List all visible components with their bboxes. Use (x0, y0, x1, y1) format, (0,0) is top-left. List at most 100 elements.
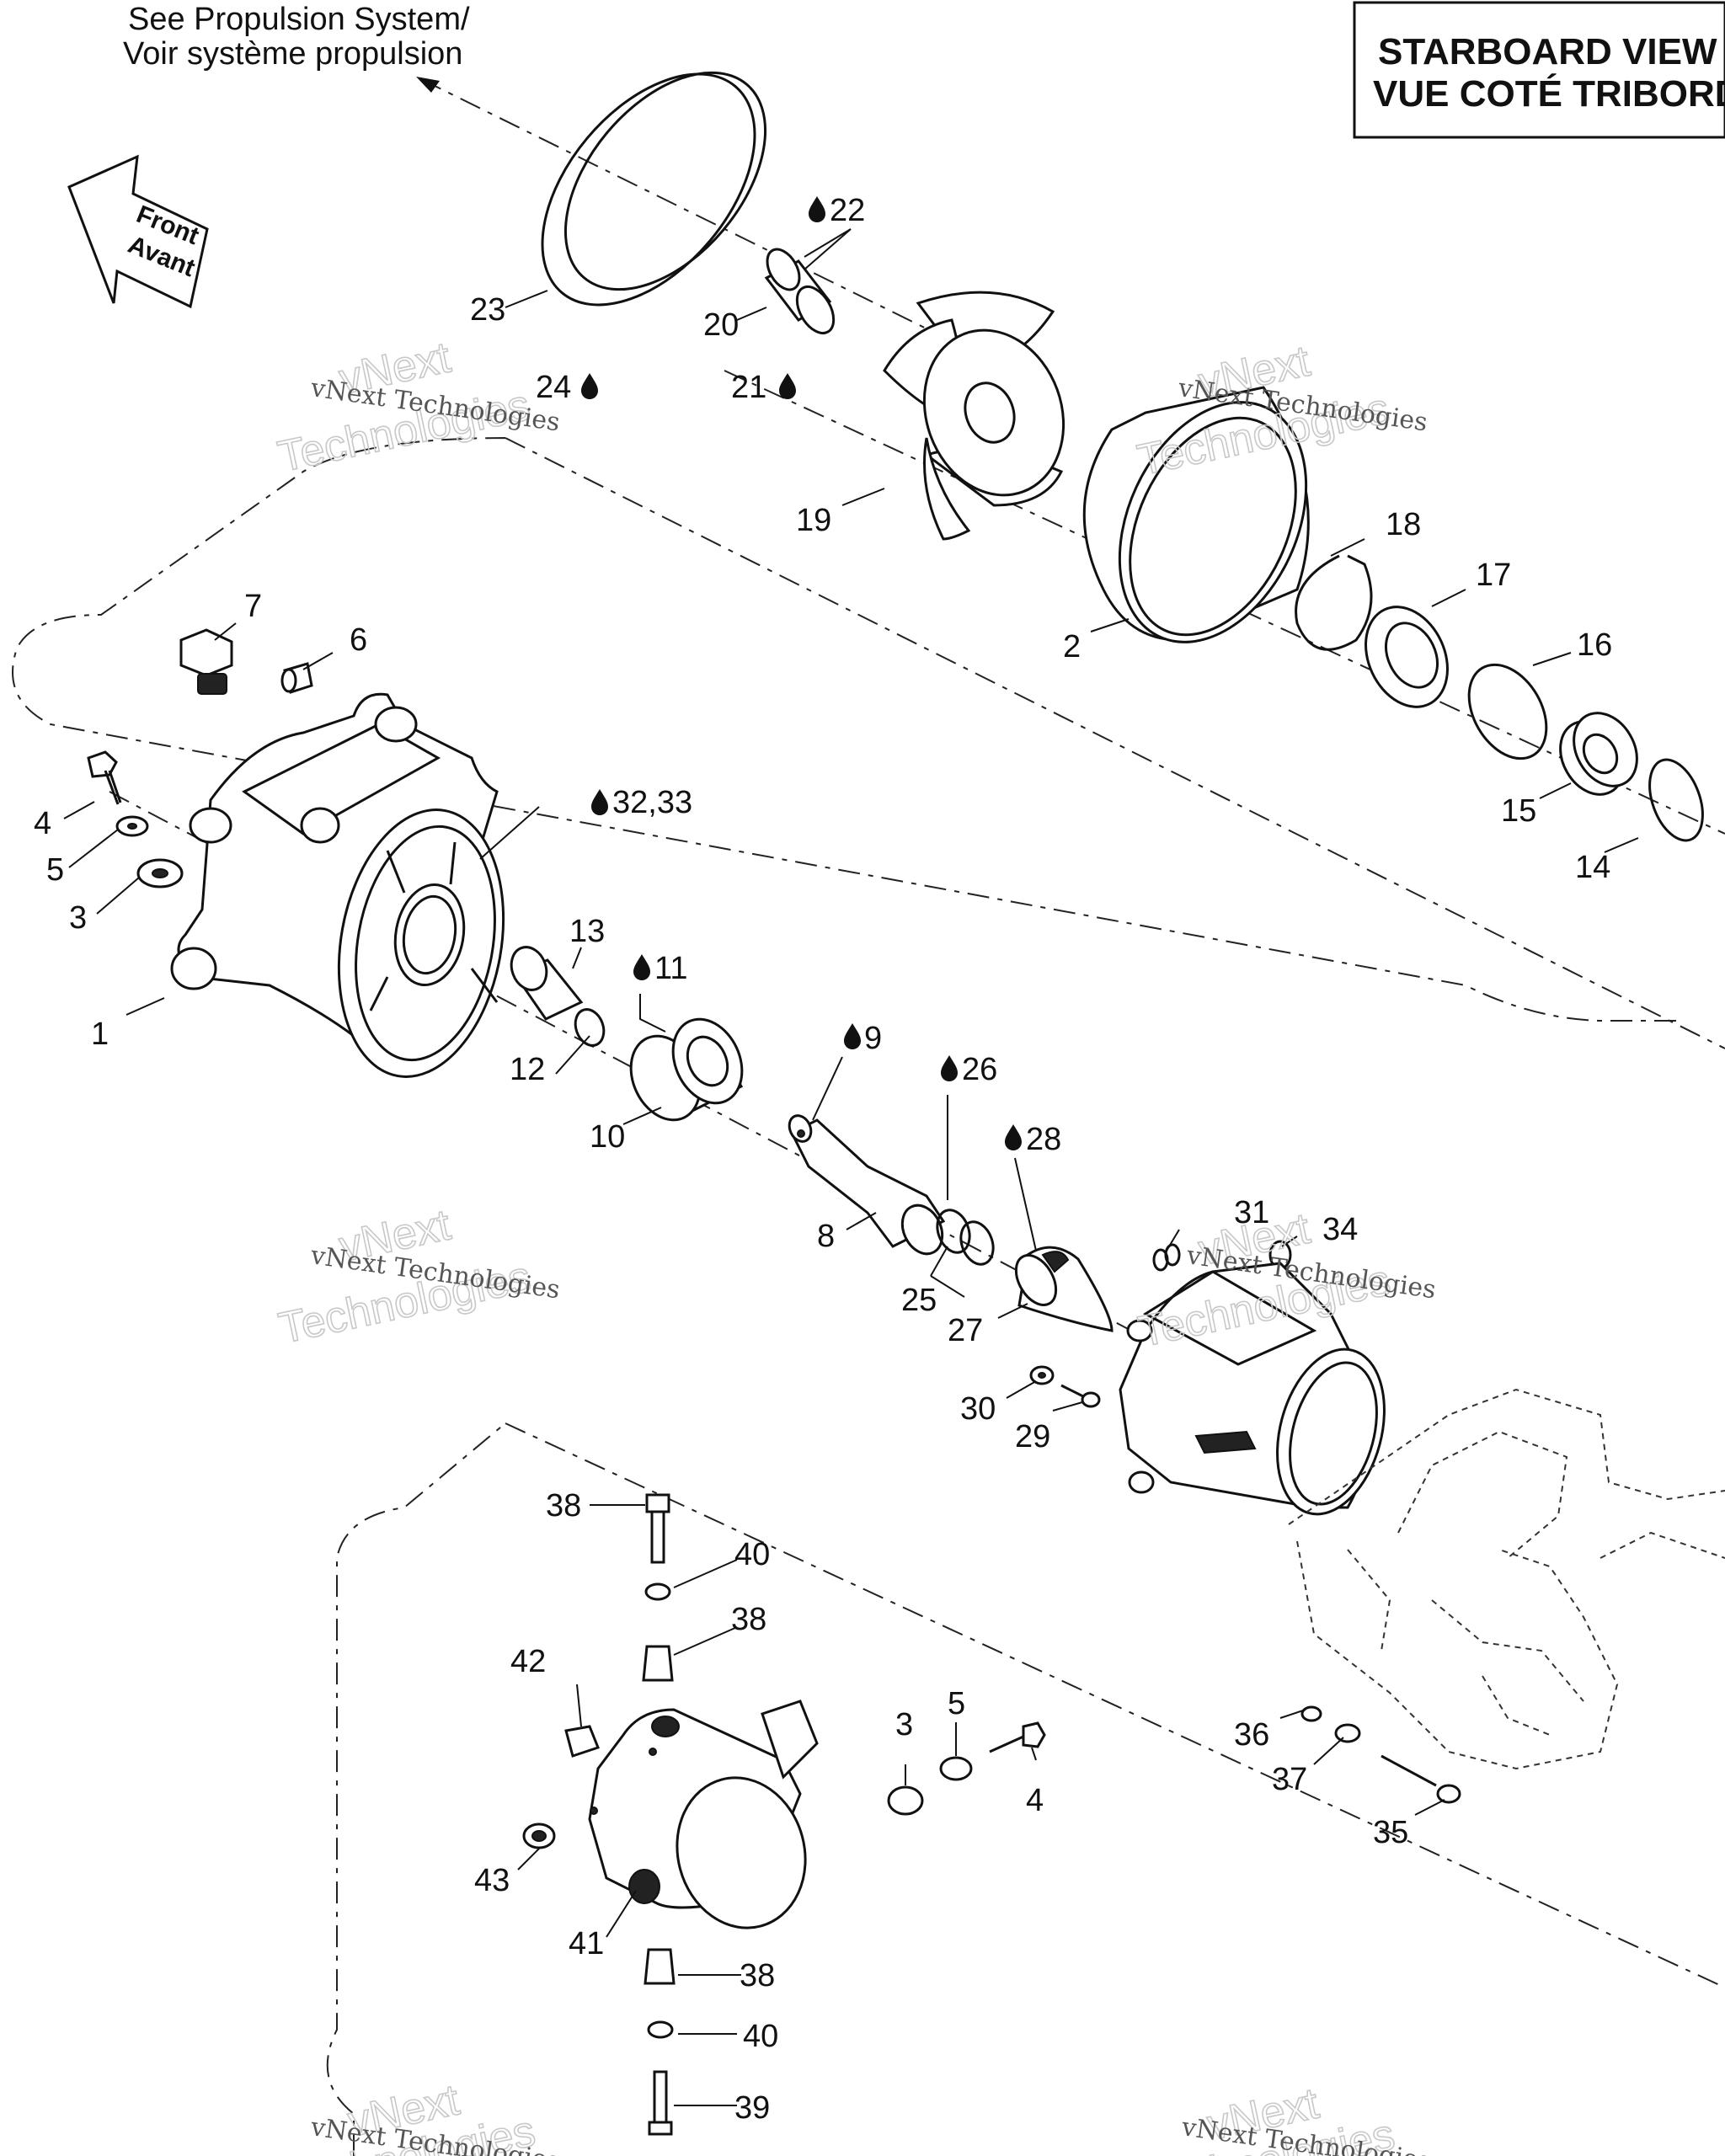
reference-leader (420, 78, 961, 346)
label-part-37: 37 (1272, 1762, 1307, 1797)
view-title-box: STARBOARD VIEW VUE COTÉ TRIBORD (1353, 1, 1725, 139)
label-part-5-upper: 5 (46, 852, 64, 888)
shaft-seal (1365, 606, 1449, 708)
pivot-bolt-upper (642, 1493, 674, 1682)
label-part-35: 35 (1373, 1815, 1408, 1850)
label-part-27: 27 (948, 1313, 983, 1348)
label-part-32-33: 32,33 (612, 785, 692, 820)
ride-plate-outline (1288, 1388, 1725, 1770)
label-part-5-lower: 5 (948, 1686, 965, 1721)
label-part-19: 19 (796, 503, 831, 538)
lubricant-icon-9 (844, 1023, 861, 1049)
label-part-42: 42 (510, 1644, 546, 1679)
pivot-bolt-lower (644, 1948, 676, 2136)
label-part-38-bottom: 38 (740, 1958, 775, 1993)
label-part-2: 2 (1063, 629, 1081, 664)
label-part-17: 17 (1476, 558, 1511, 593)
label-part-23: 23 (470, 292, 505, 328)
label-part-4-upper: 4 (34, 806, 51, 841)
label-part-1: 1 (91, 1017, 109, 1052)
label-part-20: 20 (703, 307, 739, 343)
front-direction-arrow: Front Avant (67, 154, 209, 309)
bushing-13 (510, 946, 584, 1021)
ball-bearing (629, 1017, 744, 1122)
lubricant-icon-32-33 (591, 789, 608, 815)
reference-arrowhead (416, 77, 440, 93)
lubricant-icon-22 (809, 196, 825, 222)
upper-group-outline (12, 437, 1725, 1049)
label-part-18: 18 (1386, 507, 1421, 542)
drain-plug (179, 628, 233, 695)
steering-nozzle (588, 1700, 819, 1929)
label-part-3-upper: 3 (69, 900, 87, 936)
label-part-7: 7 (244, 589, 262, 624)
label-part-14: 14 (1575, 850, 1610, 885)
label-part-38-middle: 38 (731, 1602, 766, 1637)
impeller (883, 291, 1065, 541)
o-ring-12 (574, 1008, 606, 1047)
lubricant-icon-26 (941, 1055, 958, 1081)
label-part-15: 15 (1501, 793, 1536, 829)
leader-lines (63, 228, 1639, 2106)
cone-screw-set (1029, 1365, 1101, 1408)
bushing-6 (280, 662, 313, 694)
mount-screw-set (1300, 1705, 1461, 1804)
impeller-sleeve (764, 248, 836, 334)
view-title-fr: VUE COTÉ TRIBORD (1373, 72, 1725, 115)
lower-fastener-set (887, 1721, 1046, 1816)
label-part-22: 22 (830, 193, 865, 228)
label-part-10: 10 (590, 1119, 625, 1155)
bearing-15 (1559, 712, 1638, 796)
label-part-28: 28 (1026, 1122, 1061, 1157)
label-part-3-lower: 3 (895, 1707, 913, 1742)
lubricant-icon-24 (581, 373, 598, 399)
label-part-30: 30 (960, 1391, 996, 1427)
label-part-40-lower: 40 (743, 2019, 778, 2054)
part-labels: 23 20 22 24 21 19 2 18 17 16 15 14 7 6 3… (34, 193, 1612, 2126)
lower-group-outline (326, 1422, 1725, 2156)
label-part-40-upper: 40 (734, 1537, 770, 1572)
label-part-26: 26 (962, 1052, 997, 1087)
label-part-29: 29 (1015, 1419, 1050, 1454)
label-part-24: 24 (536, 370, 571, 405)
upper-fastener-set (87, 750, 184, 889)
drive-shaft (788, 1114, 946, 1256)
label-part-31: 31 (1234, 1195, 1269, 1230)
label-part-36: 36 (1234, 1717, 1269, 1753)
wear-ring (541, 71, 767, 307)
label-part-38-top: 38 (546, 1488, 581, 1524)
label-part-13: 13 (569, 914, 605, 949)
pump-housing (170, 692, 505, 1078)
label-part-34: 34 (1322, 1212, 1358, 1247)
circlip (1295, 554, 1373, 651)
label-part-11: 11 (654, 951, 687, 986)
lubricant-icon-11 (633, 954, 650, 980)
label-part-8: 8 (817, 1219, 835, 1254)
reference-note-en: See Propulsion System/ (128, 2, 470, 37)
label-part-9: 9 (864, 1021, 882, 1056)
reference-note: See Propulsion System/ Voir système prop… (123, 2, 961, 346)
view-title-en: STARBOARD VIEW (1378, 31, 1717, 72)
label-part-4-lower: 4 (1026, 1783, 1044, 1818)
label-part-41: 41 (569, 1926, 604, 1961)
pump-cone (1014, 1246, 1114, 1332)
label-part-25: 25 (901, 1283, 937, 1318)
watermarks: vNext Technologies vNext Technologies vN… (273, 333, 1437, 2156)
housing-liner (1082, 386, 1310, 643)
o-ring-14 (1648, 758, 1704, 842)
label-part-6: 6 (350, 622, 367, 658)
venturi (1119, 1262, 1386, 1516)
lubricant-icon-28 (1005, 1124, 1022, 1150)
reference-note-fr: Voir système propulsion (123, 36, 462, 72)
o-ring-pair (936, 1209, 995, 1266)
label-part-21: 21 (731, 370, 766, 405)
impeller-axis-line (724, 370, 1725, 835)
label-part-39: 39 (734, 2090, 770, 2126)
nozzle-bushings (522, 1725, 600, 1849)
label-part-16: 16 (1577, 627, 1612, 663)
lubricant-icon-21 (779, 373, 796, 399)
label-part-43: 43 (474, 1863, 510, 1898)
o-ring-16 (1467, 663, 1548, 760)
label-part-12: 12 (510, 1052, 545, 1087)
